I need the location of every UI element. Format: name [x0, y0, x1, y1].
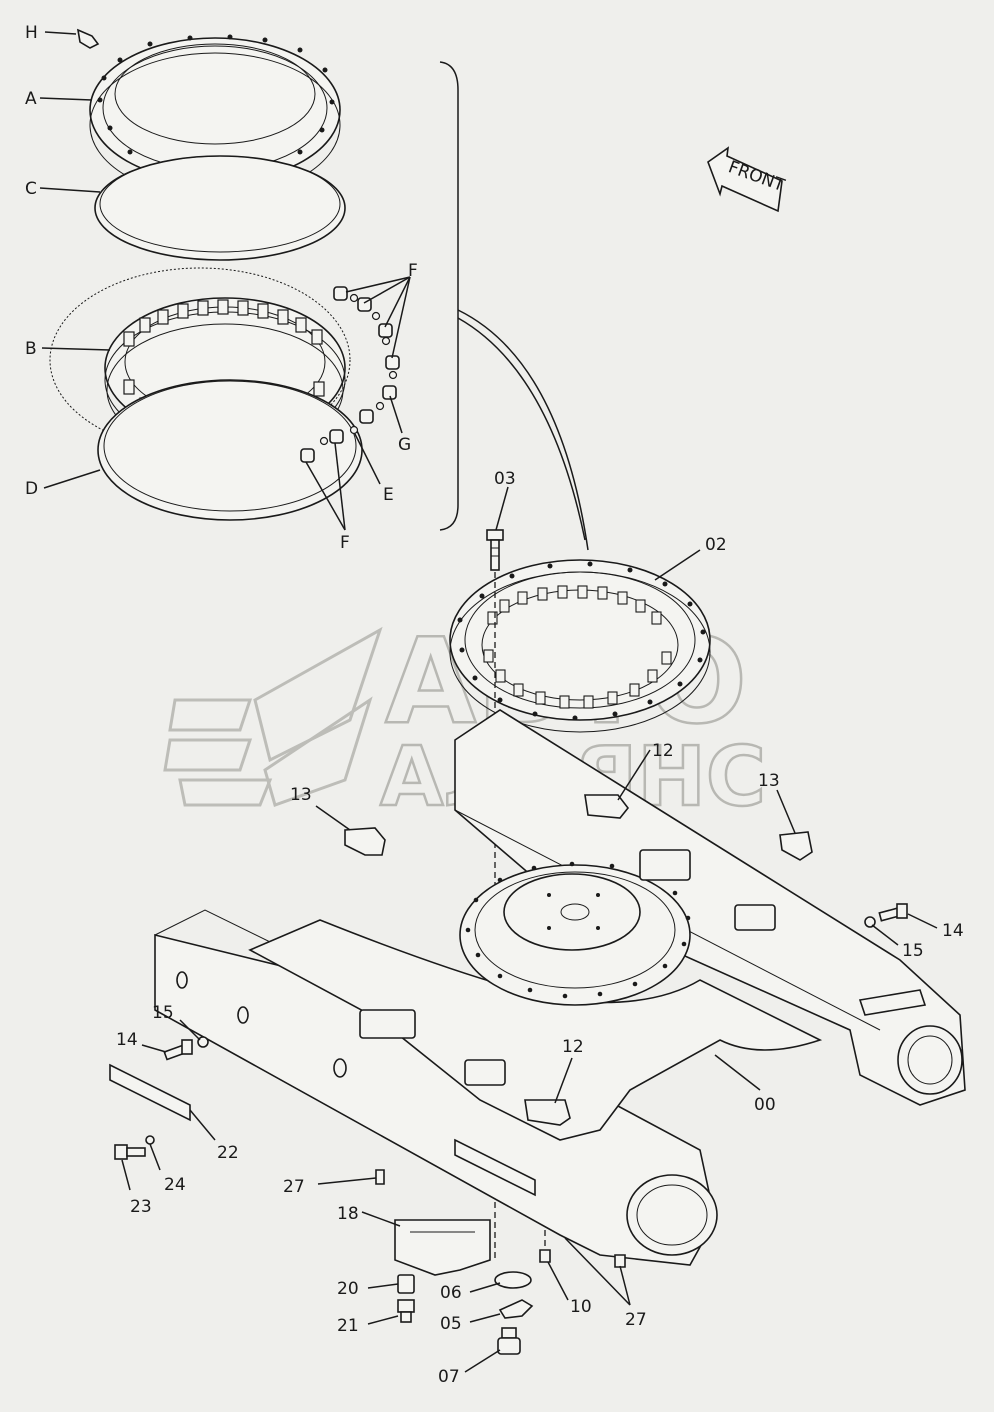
bolt-03: [486, 529, 504, 571]
bolt-21: [397, 1299, 415, 1323]
label-03: 03: [494, 469, 516, 489]
swing-bearing-02: [449, 559, 711, 733]
label-c: C: [25, 179, 37, 199]
plug-27-right: [614, 1254, 626, 1268]
label-21: 21: [337, 1316, 359, 1336]
seal-c: [94, 155, 346, 261]
label-14-left: 14: [116, 1030, 138, 1050]
guard-13-left: [344, 827, 386, 856]
label-20: 20: [337, 1279, 359, 1299]
callout-labels: H A C B D F G E F 03 02 12 13 13 14 15 1…: [25, 23, 964, 1387]
label-b: B: [25, 339, 37, 359]
plate-05: [498, 1299, 534, 1319]
label-18: 18: [337, 1204, 359, 1224]
label-13-right: 13: [758, 771, 780, 791]
washer-24: [145, 1135, 155, 1145]
label-d: D: [25, 479, 38, 499]
label-07: 07: [438, 1367, 460, 1387]
guide-18: [394, 1219, 491, 1276]
label-02: 02: [705, 535, 727, 555]
label-12-lower: 12: [562, 1037, 584, 1057]
plug-10: [539, 1249, 551, 1263]
label-10: 10: [570, 1297, 592, 1317]
label-15-right: 15: [902, 941, 924, 961]
outer-race-a: [89, 34, 341, 198]
rollers-f: [300, 286, 400, 463]
bolt-23: [114, 1144, 146, 1160]
block-12-lower: [524, 1099, 571, 1126]
label-22: 22: [217, 1143, 239, 1163]
label-15-left: 15: [152, 1003, 174, 1023]
label-13-left: 13: [290, 785, 312, 805]
bolt-07: [497, 1327, 521, 1355]
guard-13-right: [779, 831, 813, 861]
seal-d: [97, 379, 363, 521]
label-f-upper: F: [408, 261, 418, 281]
collar-20: [397, 1274, 415, 1294]
plate-06: [494, 1271, 532, 1289]
label-27-left: 27: [283, 1177, 305, 1197]
watermark-emblem: [163, 626, 383, 807]
plug-27-left: [375, 1169, 385, 1185]
label-f-lower: F: [340, 533, 350, 553]
balls-e: [319, 293, 398, 446]
front-arrow: FRONT: [707, 146, 788, 213]
label-27-right: 27: [625, 1310, 647, 1330]
label-00: 00: [754, 1095, 776, 1115]
leader-lines: [39, 31, 938, 1373]
label-g: G: [398, 435, 411, 455]
label-24: 24: [164, 1175, 186, 1195]
assembly-bracket: [439, 61, 589, 551]
track-frame-00: [109, 709, 966, 1266]
label-05: 05: [440, 1314, 462, 1334]
label-14-right: 14: [942, 921, 964, 941]
label-h: H: [25, 23, 38, 43]
label-12-upper: 12: [652, 741, 674, 761]
block-12-upper: [584, 794, 630, 819]
label-06: 06: [440, 1283, 462, 1303]
bolt-14-left: [163, 1039, 193, 1061]
grease-fitting-h: [76, 28, 100, 49]
bolt-14-right: [878, 903, 908, 922]
label-a: A: [25, 89, 37, 109]
label-23: 23: [130, 1197, 152, 1217]
label-e: E: [383, 485, 394, 505]
